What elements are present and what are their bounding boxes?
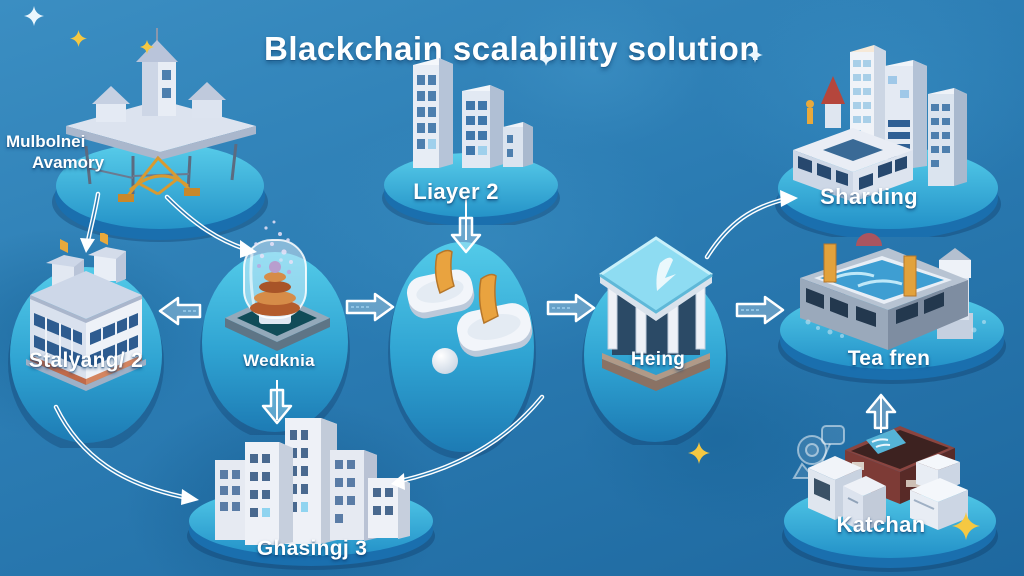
node-label-platform-line1: Mulbolnei <box>6 132 86 151</box>
arrow-down-icon <box>261 380 293 425</box>
red-dome-icon <box>856 233 882 246</box>
gold-crane-icon <box>124 155 194 199</box>
white-sphere-icon <box>432 348 458 374</box>
curved-arrow-platform-to-fountain-icon <box>164 194 257 258</box>
node-label-layer2: Liayer 2 <box>413 179 499 204</box>
roof-glyph-icon <box>656 257 676 291</box>
sparkle-icon <box>952 512 980 540</box>
gold-pillar-icon <box>823 243 837 283</box>
center-platforms-illustration <box>388 242 536 459</box>
gold-plank-icon <box>478 273 499 325</box>
node-label-platform: Mulbolnei Avamory <box>6 131 104 174</box>
temple-illustration <box>582 236 728 445</box>
curved-arrow-heing-to-sharding-icon <box>704 190 798 260</box>
machines-illustration <box>782 425 998 572</box>
red-spire-icon <box>821 76 845 104</box>
page-title: Blackchain scalability solution <box>264 30 760 68</box>
sparkle-icon <box>24 6 44 26</box>
node-label-teafren: Tea fren <box>847 347 931 370</box>
node-label-sharding: Sharding <box>820 184 918 209</box>
arrow-down-icon <box>450 196 482 254</box>
gold-statue-icon <box>807 108 813 124</box>
arrow-right-icon <box>546 293 596 323</box>
sparkle-mist-icon <box>254 220 293 275</box>
sparkle-icon <box>747 47 763 63</box>
sparkle-icon <box>140 40 154 54</box>
node-label-heing: Heing <box>630 349 686 370</box>
pool-complex-illustration <box>778 233 1006 384</box>
node-label-katchan: Katchan <box>836 512 926 537</box>
curved-arrow-stalyang-to-servers-icon <box>53 404 199 505</box>
arrow-right-icon <box>735 295 785 325</box>
sparkle-icon <box>688 442 710 464</box>
oil-platform-illustration <box>52 28 268 242</box>
node-label-ghasingj: Ghasingj 3 <box>256 537 368 560</box>
server-towers-illustration <box>187 418 435 570</box>
node-label-wedknia: Wedknia <box>243 351 315 370</box>
node-label-stalyang: Stalyang/ 2 <box>28 349 144 372</box>
arrow-left-icon <box>158 296 202 326</box>
layer2-city-illustration <box>382 58 560 225</box>
stalyang-building-illustration <box>8 233 164 448</box>
curved-arrow-platform-to-stalyang-icon <box>80 191 101 253</box>
sharding-city-illustration <box>775 45 1001 237</box>
gold-pillar-icon <box>903 255 917 297</box>
arrow-right-icon <box>345 292 395 322</box>
gold-plank-icon <box>434 249 455 295</box>
machine-screen-icon <box>866 429 906 454</box>
arrow-up-icon <box>865 393 897 433</box>
curved-arrow-center-to-servers-icon <box>391 394 545 490</box>
node-label-platform-line2: Avamory <box>32 153 105 173</box>
sparkle-icon <box>540 54 552 66</box>
sparkle-icon <box>70 30 87 47</box>
fountain-illustration <box>200 220 350 435</box>
